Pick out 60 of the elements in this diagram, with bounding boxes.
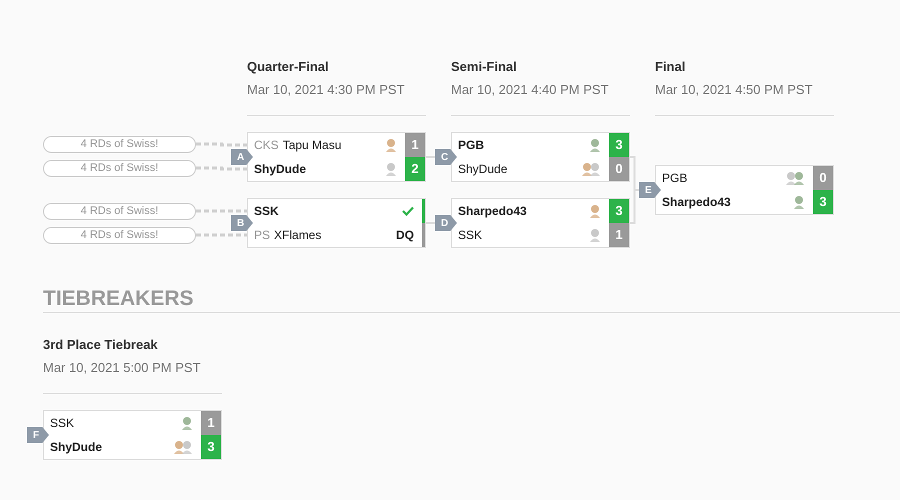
player-row (452, 133, 629, 157)
player-row (44, 411, 221, 435)
player-row (44, 435, 221, 459)
swiss-pill: 4 RDs of Swiss! (43, 226, 196, 244)
player-name: Sharpedo43 (458, 203, 527, 220)
score-badge: 3 (609, 199, 629, 223)
player-row (656, 190, 833, 214)
player-name: ShyDude (254, 161, 306, 178)
round-title: Quarter-Final (247, 58, 329, 76)
player-name: ShyDude (50, 439, 102, 456)
player-row (248, 223, 425, 247)
score-badge: 3 (813, 190, 833, 214)
score-badge: 0 (609, 157, 629, 181)
round-date: Mar 10, 2021 4:50 PM PST (655, 81, 813, 99)
swiss-pill: 4 RDs of Swiss! (43, 136, 196, 152)
dashed-connector (196, 234, 247, 236)
team-tag: PS (254, 226, 270, 244)
team-tag: CKS (254, 136, 279, 154)
player-row (452, 223, 629, 247)
player-name: Sharpedo43 (662, 194, 731, 211)
player-name: PGB (662, 170, 688, 187)
player-row (452, 199, 629, 223)
round-date: Mar 10, 2021 4:40 PM PST (451, 81, 609, 99)
score-text: DQ (396, 227, 414, 244)
score-badge: 1 (405, 133, 425, 157)
match-card (247, 198, 426, 248)
swiss-pill: 4 RDs of Swiss! (43, 202, 196, 220)
score-badge: 0 (813, 166, 833, 190)
player-name: PGB (458, 137, 484, 154)
player-row (656, 166, 833, 190)
player-name: XFlames (274, 227, 322, 244)
match-card (655, 165, 834, 215)
dashed-connector (196, 210, 247, 212)
score-badge: 1 (609, 223, 629, 247)
match-card (247, 132, 426, 182)
dashed-connector (196, 142, 247, 146)
player-row (248, 133, 425, 157)
player-name: ShyDude (458, 161, 508, 178)
score-badge: 3 (609, 133, 629, 157)
score-badge: 2 (405, 157, 425, 181)
match-card (451, 198, 630, 248)
round-title: 3rd Place Tiebreak (43, 336, 158, 354)
round-date: Mar 10, 2021 5:00 PM PST (43, 359, 201, 377)
player-row (452, 157, 629, 181)
player-row (248, 199, 425, 223)
match-card (43, 410, 222, 460)
match-card (451, 132, 630, 182)
score-badge: 1 (201, 411, 221, 435)
round-title: Final (655, 58, 686, 76)
swiss-pill: 4 RDs of Swiss! (43, 160, 196, 176)
dashed-connector (196, 166, 247, 170)
section-heading: TIEBREAKERS (43, 286, 194, 312)
round-title: Semi-Final (451, 58, 517, 76)
player-name: SSK (458, 227, 482, 244)
player-name: SSK (254, 203, 279, 220)
player-name: Tapu Masu (282, 137, 342, 154)
score-badge: 3 (201, 435, 221, 459)
player-row (248, 157, 425, 181)
player-name: SSK (50, 415, 74, 432)
round-date: Mar 10, 2021 4:30 PM PST (247, 81, 405, 99)
